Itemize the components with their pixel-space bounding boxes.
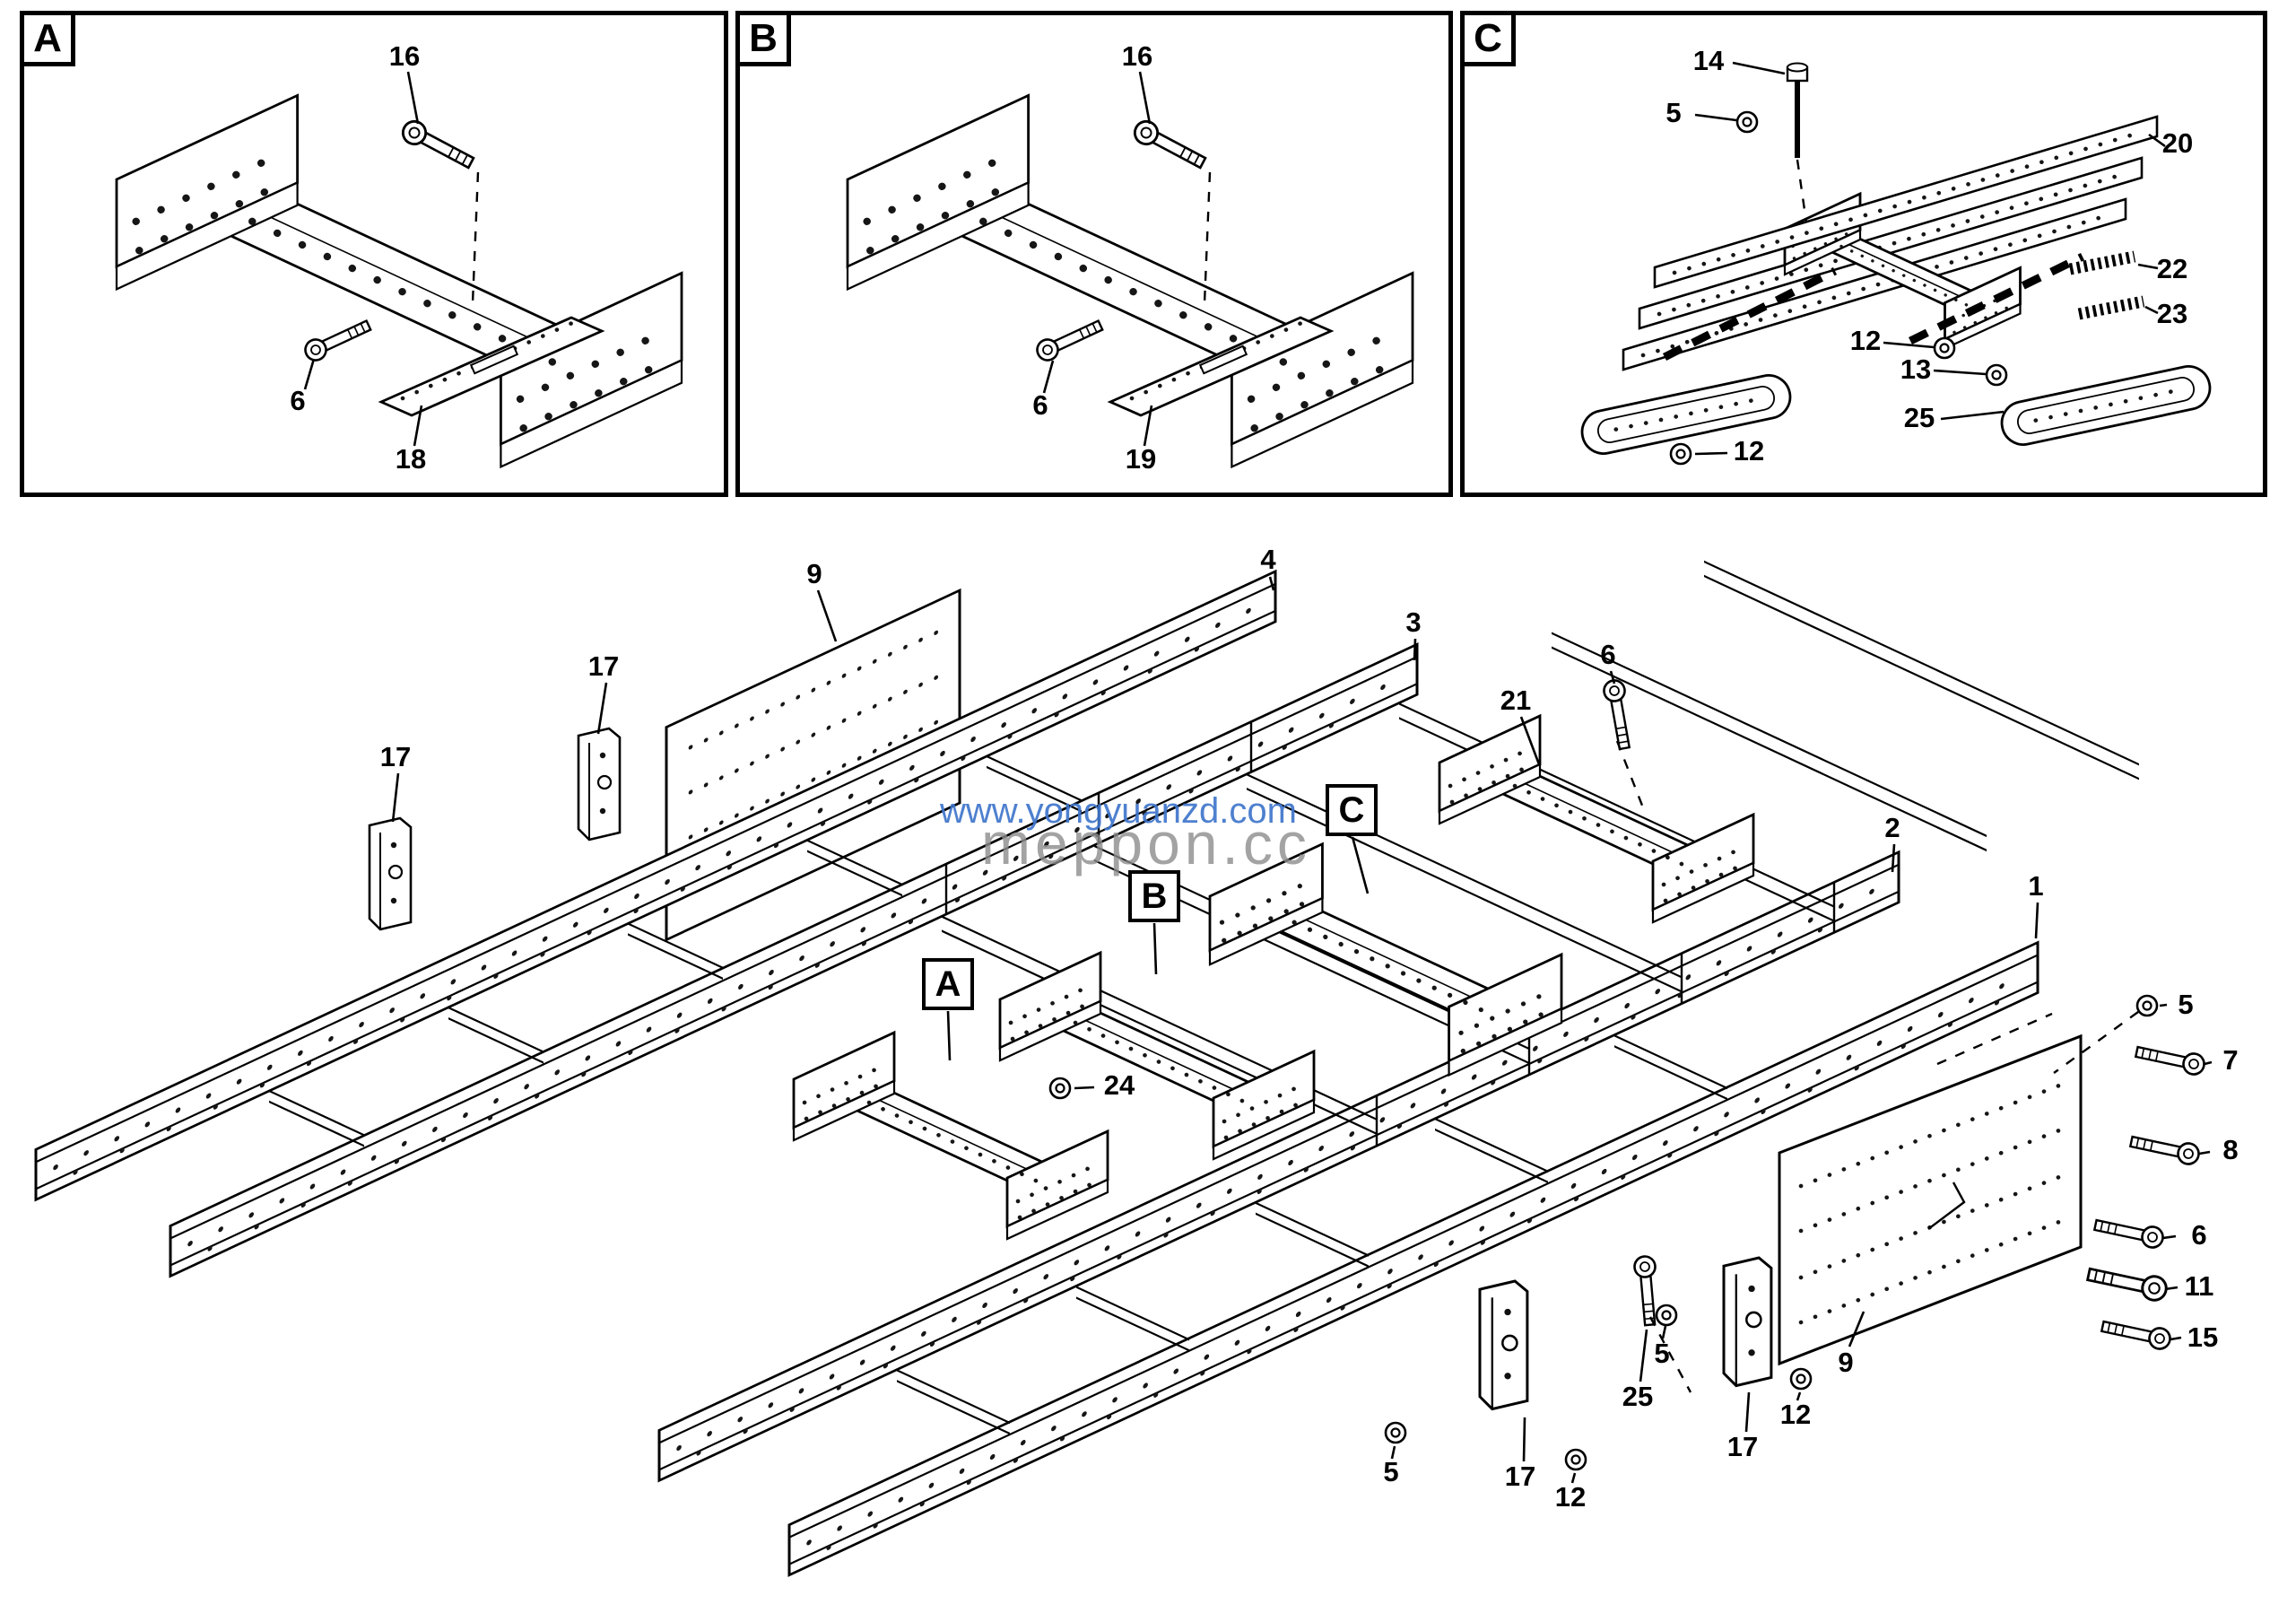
callout-6-top: 6	[1600, 639, 1616, 670]
section-marker-c: C	[1326, 784, 1378, 836]
callout-8: 8	[2222, 1134, 2239, 1165]
bolt-8	[2127, 1129, 2202, 1167]
callout-16-a: 16	[388, 40, 421, 72]
crossmember-a	[794, 1033, 1108, 1239]
bracket-17-b	[368, 816, 413, 931]
leader-lines	[391, 576, 2213, 1484]
crossmember-b	[1000, 953, 1314, 1159]
frame-rail-1	[787, 940, 2039, 1577]
callout-5-c: 5	[1665, 97, 1682, 128]
frame-rail-3	[169, 642, 1419, 1278]
washer-12-mid	[1564, 1448, 1587, 1471]
detail-panel-b	[735, 11, 1453, 497]
frame-rail-2	[657, 850, 1900, 1483]
washer-24	[1048, 1077, 1072, 1100]
callout-5-bottomleft: 5	[1383, 1456, 1399, 1487]
section-marker-b: B	[1128, 870, 1180, 922]
callout-17-d: 17	[1504, 1461, 1536, 1492]
washer-5-mid	[1655, 1304, 1678, 1327]
panel-a-drawing	[117, 71, 682, 467]
plate-9-front	[1778, 1033, 2083, 1366]
callout-17-b: 17	[379, 741, 412, 772]
callout-4: 4	[1260, 544, 1276, 575]
callout-15: 15	[2187, 1321, 2219, 1353]
callout-13: 13	[1900, 353, 1932, 385]
bolt-6-right	[2092, 1213, 2166, 1251]
callout-6-right: 6	[2191, 1219, 2207, 1251]
callout-25-c: 25	[1903, 402, 1935, 433]
bolt-6-top	[1601, 677, 1636, 752]
detail-panel-a	[20, 11, 728, 497]
callout-2: 2	[1884, 812, 1900, 843]
callout-9-bottom: 9	[1838, 1347, 1854, 1378]
callout-5-right: 5	[2178, 989, 2194, 1020]
callout-25-bottom: 25	[1622, 1381, 1654, 1412]
crossmember-21	[1439, 716, 1753, 922]
panel-b-drawing	[848, 71, 1413, 467]
bolt-11	[2084, 1261, 2170, 1304]
bracket-17-c	[1722, 1256, 1773, 1388]
bracket-17-d	[1478, 1279, 1529, 1411]
callout-6-a: 6	[290, 385, 306, 416]
section-marker-a: A	[922, 958, 974, 1010]
frame-rail-4	[34, 569, 1277, 1202]
bolt-14	[1786, 62, 1809, 158]
panel-c-drawing	[1578, 61, 2214, 466]
panel-a-letter: A	[20, 11, 75, 66]
callout-24: 24	[1103, 1069, 1135, 1101]
callout-7: 7	[2222, 1044, 2239, 1076]
crossmember-c-main	[1210, 844, 1561, 1076]
bolt-15	[2099, 1314, 2173, 1352]
washer-5-right	[2135, 994, 2159, 1017]
callout-20: 20	[2161, 127, 2194, 159]
frame-crossbars	[269, 560, 2139, 1435]
callout-9-top: 9	[806, 558, 822, 589]
callout-19: 19	[1125, 443, 1157, 475]
callout-12-right: 12	[1779, 1399, 1812, 1430]
washer-5-bottomleft	[1384, 1421, 1407, 1444]
washer-12-right	[1789, 1367, 1813, 1391]
callout-23: 23	[2156, 298, 2188, 329]
callout-22: 22	[2156, 253, 2188, 284]
bracket-17-a	[577, 727, 622, 842]
callout-5-mid: 5	[1654, 1338, 1670, 1369]
callout-1: 1	[2028, 870, 2044, 902]
callout-17-c: 17	[1726, 1431, 1759, 1462]
bolt-7	[2133, 1040, 2207, 1077]
callout-6-b: 6	[1032, 389, 1048, 421]
callout-3: 3	[1405, 606, 1422, 638]
callout-17-a: 17	[587, 650, 620, 682]
callout-12-c1: 12	[1849, 325, 1882, 356]
frame-rails	[34, 569, 2039, 1577]
panel-c-letter: C	[1460, 11, 1516, 66]
callout-11: 11	[2184, 1270, 2214, 1302]
detail-panel-c	[1460, 11, 2267, 497]
callout-16-b: 16	[1121, 40, 1153, 72]
callout-14: 14	[1692, 45, 1725, 76]
callout-12-mid: 12	[1554, 1481, 1587, 1513]
panel-b-letter: B	[735, 11, 791, 66]
callout-21: 21	[1500, 685, 1532, 716]
callout-18: 18	[395, 443, 427, 475]
callout-12-c2: 12	[1733, 435, 1765, 467]
